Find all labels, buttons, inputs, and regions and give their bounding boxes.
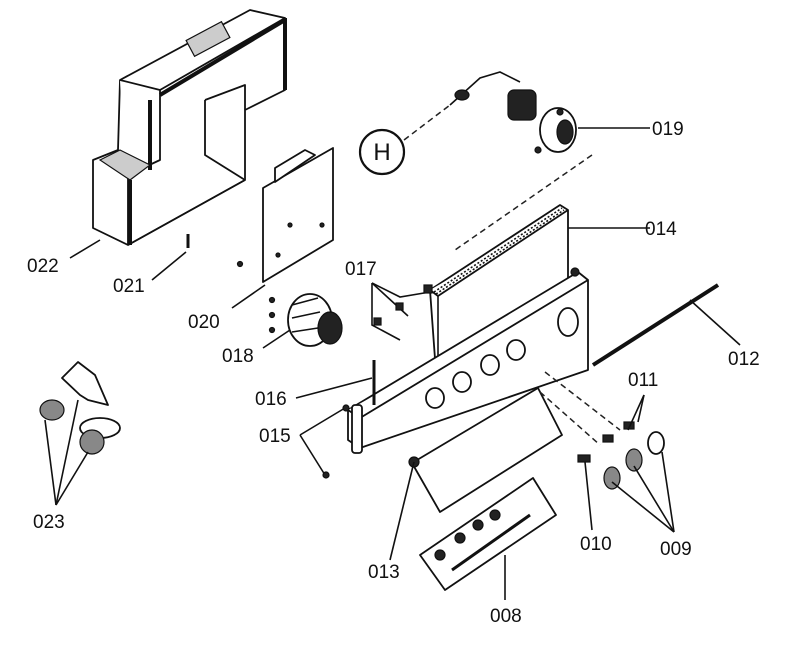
part-012-rod: [591, 283, 741, 367]
callout-h: H: [358, 128, 406, 176]
label-017: 017: [345, 259, 377, 280]
label-021: 021: [113, 276, 145, 297]
label-020: 020: [188, 312, 220, 333]
label-016: 016: [255, 389, 287, 410]
part-017-fasteners: [371, 282, 433, 341]
part-020-plate: [236, 147, 334, 283]
part-009-knobs: [603, 431, 675, 533]
label-008: 008: [490, 606, 522, 627]
label-010: 010: [580, 534, 612, 555]
part-022-housing: [92, 9, 287, 246]
part-015-screws: [299, 404, 350, 479]
part-front-panel: [347, 267, 589, 454]
part-019-fan-motor: [403, 71, 650, 154]
label-015: 015: [259, 426, 291, 447]
label-009: 009: [660, 539, 692, 560]
label-013: 013: [368, 562, 400, 583]
part-016-pin: [295, 360, 376, 405]
label-023: 023: [33, 512, 65, 533]
part-011-springs: [539, 371, 645, 446]
part-010-shaft: [577, 454, 593, 531]
svg-text:H: H: [373, 139, 390, 166]
label-014: 014: [645, 219, 677, 240]
part-013-cover: [389, 387, 563, 561]
part-023-accessories: [39, 361, 121, 506]
part-018-motor: [268, 293, 343, 347]
label-012: 012: [728, 349, 760, 370]
label-011: 011: [628, 370, 658, 391]
part-008-decal: [419, 477, 557, 600]
label-022: 022: [27, 256, 59, 277]
label-018: 018: [222, 346, 254, 367]
label-019: 019: [652, 119, 684, 140]
